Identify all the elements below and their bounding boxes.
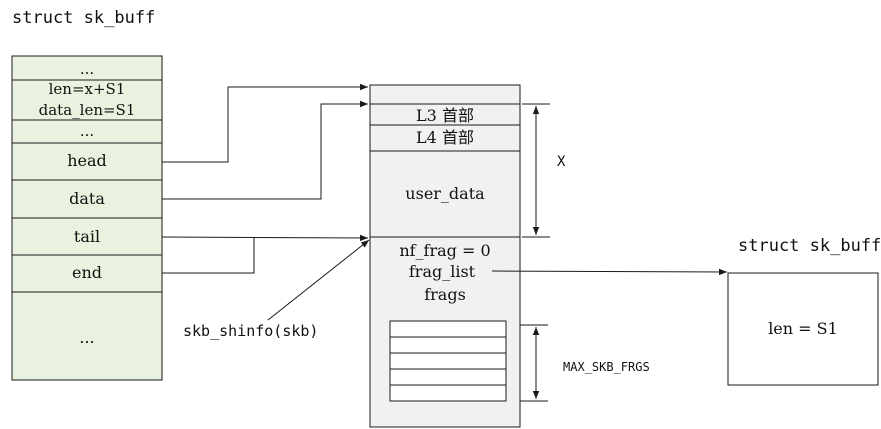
left-field-end: end: [72, 263, 102, 282]
l4-header-label: L4 首部: [416, 128, 474, 147]
nf-frag-label: nf_frag = 0: [399, 241, 490, 260]
frags-array: [389, 320, 507, 402]
end-pointer-line: [162, 237, 255, 274]
x-dimension-marker: [522, 103, 550, 238]
left-field-data: data: [69, 189, 105, 208]
right-struct-len: len = S1: [768, 319, 838, 338]
right-struct-box: [727, 272, 879, 386]
max-frags-dimension-marker: [520, 324, 548, 402]
left-struct-box: [11, 55, 163, 381]
skb-shinfo-label: skb_shinfo(skb): [183, 322, 318, 340]
left-field-ellipsis-top: ...: [80, 60, 94, 78]
left-field-ellipsis-bottom: ...: [79, 328, 94, 347]
frag-list-arrow: [491, 268, 728, 276]
user-data-label: user_data: [405, 184, 485, 203]
left-field-data-len: data_len=S1: [39, 101, 136, 119]
right-struct-title: struct sk_buff: [738, 236, 881, 256]
left-field-len: len=x+S1: [49, 80, 126, 98]
max-frags-label: MAX_SKB_FRGS: [563, 360, 650, 374]
data-pointer-arrow: [162, 100, 368, 200]
skb-shinfo-arrow: [267, 239, 370, 321]
frag-list-label: frag_list: [409, 262, 476, 281]
left-field-head: head: [67, 151, 107, 170]
left-struct-title: struct sk_buff: [12, 8, 155, 28]
l3-header-label: L3 首部: [416, 106, 474, 125]
left-field-tail: tail: [74, 227, 100, 246]
tail-pointer-arrow: [161, 234, 369, 242]
left-field-ellipsis-mid: ...: [80, 122, 94, 140]
head-pointer-arrow: [162, 83, 368, 163]
frags-label: frags: [424, 285, 466, 304]
x-dimension-label: X: [557, 154, 566, 170]
